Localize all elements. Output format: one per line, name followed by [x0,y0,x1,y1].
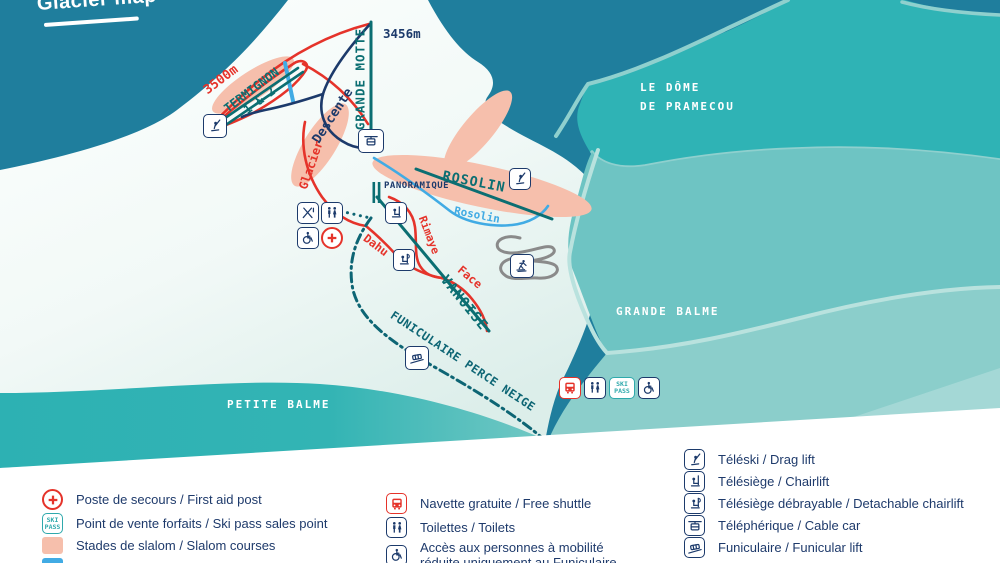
label-grande-motte-lift: GRANDE MOTTE [352,27,368,131]
nordic-trail-loop [495,235,559,281]
legend-label: Télésiège / Chairlift [718,474,830,489]
legend-label: Téléski / Drag lift [718,452,815,467]
legend-item-partial [42,558,76,563]
nordic-skiing-icon [510,254,534,278]
grande-balme-terrain [548,148,1000,441]
first-aid-icon [321,227,343,249]
legend-item-shuttle: Navette gratuite / Free shuttle [386,493,591,514]
crossed-skis-icon [297,202,319,224]
legend-item-detachable-chairlift: Télésiège débrayable / Detachable chairl… [684,493,964,514]
legend-label: Navette gratuite / Free shuttle [420,496,592,511]
drag-lift-icon [203,114,227,138]
ski-pass-text-line2: PASS [614,387,630,395]
label-dome-line2: DE PRAMECOU [640,99,735,113]
first-aid-icon [42,489,63,510]
label-dome-de-pramecou: LE DÔME DE PRAMECOU [640,79,735,116]
legend-panel [0,408,1000,563]
label-dome-line1: LE DÔME [640,81,701,94]
legend-item-drag-lift: Téléski / Drag lift [684,449,815,470]
chairlift-icon [385,202,407,224]
legend-label-line1: Accès aux personnes à mobilité [420,540,604,555]
wheelchair-icon [638,377,660,399]
legend-item-funicular: Funiculaire / Funicular lift [684,537,863,558]
legend-label: Téléphérique / Cable car [718,518,861,533]
funicular-line [339,209,548,443]
legend-label: Point de vente forfaits / Ski pass sales… [76,516,328,531]
drag-lift-icon [684,449,705,470]
legend-label: Poste de secours / First aid post [76,492,262,507]
legend-item-cable-car: Téléphérique / Cable car [684,515,860,536]
legend-label: Toilettes / Toilets [420,520,516,535]
detachable-chairlift-icon [684,493,705,514]
legend-label: Funiculaire / Funicular lift [718,540,863,555]
wheelchair-icon [297,227,319,249]
label-panoramique: PANORAMIQUE [384,181,450,191]
label-petite-balme: PETITE BALME [227,398,331,411]
legend-item-accessibility: Accès aux personnes à mobilité réduite u… [386,540,617,563]
ski-pass-text-line2: PASS [44,522,61,531]
chairlift-icon [684,471,705,492]
funicular-icon [405,346,429,370]
cable-car-icon [684,515,705,536]
toilets-icon [321,202,343,224]
ski-pass-text-line1: SKI [616,380,628,389]
funicular-icon [684,537,705,558]
legend-item-chairlift: Télésiège / Chairlift [684,471,829,492]
toilets-icon [584,377,606,399]
legend-item-first-aid: Poste de secours / First aid post [42,489,262,510]
ski-pass-text-line1: SKI [46,515,59,524]
slalom-swatch [42,537,63,554]
legend-label: Accès aux personnes à mobilité réduite u… [420,540,617,563]
label-elevation-3456: 3456m [383,26,421,41]
blue-swatch [42,558,63,563]
drag-lift-icon [509,168,531,190]
toilets-icon [386,517,407,538]
legend-label: Stades de slalom / Slalom courses [76,538,276,553]
label-grande-balme: GRANDE BALME [616,305,720,318]
ski-pass-icon: SKI PASS [609,377,635,399]
legend-item-toilets: Toilettes / Toilets [386,517,515,538]
descente-run [240,21,373,150]
shuttle-bus-icon [559,377,581,399]
cable-car-icon [358,129,384,153]
detachable-chairlift-icon [393,249,415,271]
shuttle-bus-icon [386,493,407,514]
legend-item-slalom: Stades de slalom / Slalom courses [42,537,275,554]
wheelchair-icon [386,544,407,563]
legend-label-line2: réduite uniquement au Funiculaire [420,555,617,563]
legend-label: Télésiège débrayable / Detachable chairl… [718,496,964,511]
